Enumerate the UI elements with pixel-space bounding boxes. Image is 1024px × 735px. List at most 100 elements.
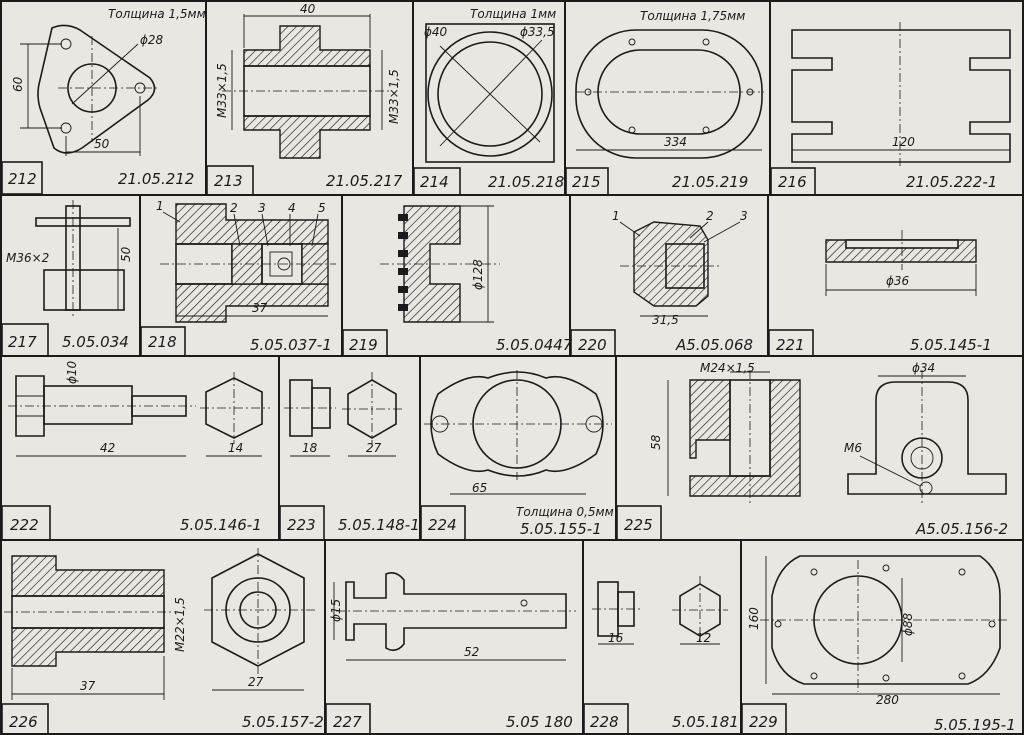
thread-left-label: M33×1,5 (215, 63, 229, 118)
thread-label: M36×2 (6, 251, 49, 265)
diameter-label: ϕ88 (901, 612, 915, 636)
diameter-label: ϕ28 (140, 33, 164, 47)
part-223-drawing: 18 27 (284, 372, 402, 457)
cell-labels: 212 21.05.212 213 21.05.217 214 21.05.21… (8, 170, 1016, 734)
length-label: 37 (80, 679, 96, 693)
part-220-drawing: 1 2 3 31,5 (612, 209, 748, 327)
length-label: 37 (252, 301, 268, 315)
cell-number: 217 (8, 333, 37, 351)
part-code: 5.05.195-1 (934, 716, 1016, 734)
part-226-drawing: M22×1,5 37 27 (4, 548, 316, 700)
callout-3: 3 (740, 209, 748, 223)
part-222-drawing: ϕ10 42 14 (8, 360, 270, 457)
callout-2: 2 (230, 201, 238, 215)
part-code: 5.05.146-1 (180, 516, 262, 534)
hex-size-label: 27 (248, 675, 264, 689)
cell-number: 226 (9, 713, 38, 731)
part-214-drawing: Толщина 1мм ϕ40 ϕ33,5 (424, 7, 556, 163)
callout-1: 1 (612, 209, 620, 223)
cell-number: 227 (333, 713, 362, 731)
cell-number: 215 (572, 173, 601, 191)
cell-number: 221 (776, 336, 805, 354)
cell-number: 214 (420, 173, 449, 191)
length-label: 16 (608, 631, 624, 645)
part-225-drawing: M24×1,5 58 ϕ34 M6 (649, 361, 1007, 504)
length-label: 52 (464, 645, 479, 659)
outer-diameter-label: ϕ40 (424, 25, 448, 39)
thread-right-label: M33×1,5 (387, 69, 401, 124)
cell-number: 225 (624, 516, 653, 534)
part-213-drawing: 40 M33×1,5 M33×1,5 (215, 2, 401, 159)
cell-number: 213 (214, 172, 243, 190)
callout-4: 4 (288, 201, 296, 215)
part-229-drawing: 160 ϕ88 280 (747, 555, 1010, 707)
part-code: 5.05.148-1 (338, 516, 420, 534)
thickness-note: Толщина 1,5мм (108, 7, 206, 21)
part-224-drawing: 65 Толщина 0,5мм (424, 370, 614, 519)
part-code: 21.05.218 (488, 173, 564, 191)
m6-label: M6 (844, 441, 862, 455)
thickness-note: Толщина 0,5мм (516, 505, 614, 519)
height-label: 58 (649, 434, 663, 450)
hex-size-label: 12 (696, 631, 711, 645)
part-code: 5.05.181 (672, 713, 739, 731)
part-217-drawing: M36×2 50 (6, 200, 133, 318)
length-label: 18 (302, 441, 318, 455)
length-label: 280 (876, 693, 899, 707)
part-215-drawing: Толщина 1,75мм 334 (575, 9, 764, 159)
part-218-drawing: 1 2 3 4 5 37 (156, 199, 336, 323)
length-label: 31,5 (652, 313, 679, 327)
length-label: 65 (472, 481, 487, 495)
callout-5: 5 (318, 201, 326, 215)
cell-number: 219 (349, 336, 378, 354)
part-228-drawing: 16 12 (592, 576, 728, 645)
cell-number: 218 (148, 333, 177, 351)
thread-label: M24×1,5 (700, 361, 755, 375)
diameter-label: ϕ10 (65, 360, 79, 384)
diameter-label: ϕ36 (886, 274, 910, 288)
callout-3: 3 (258, 201, 266, 215)
cell-number: 212 (8, 170, 37, 188)
height-label: 60 (11, 76, 25, 92)
part-code: 5.05.037-1 (250, 336, 332, 354)
width-label: 50 (94, 137, 110, 151)
part-219-drawing: ϕ128 (380, 205, 500, 323)
hex-size-label: 14 (228, 441, 243, 455)
part-code: 5.05.145-1 (910, 336, 992, 354)
cell-number: 229 (749, 713, 778, 731)
cell-number: 220 (578, 336, 607, 354)
part-code: 5.05.157-2 (242, 713, 324, 731)
number-boxes (1, 161, 816, 735)
part-code: 21.05.212 (118, 170, 194, 188)
height-label: 160 (747, 607, 761, 630)
callout-1: 1 (156, 199, 164, 213)
part-code: 21.05.219 (672, 173, 748, 191)
cell-number: 223 (287, 516, 316, 534)
length-label: 42 (100, 441, 115, 455)
part-code: 5.05.0447 (496, 336, 573, 354)
diameter-label: ϕ15 (329, 599, 343, 622)
diameter-label: ϕ34 (912, 361, 935, 375)
part-code: 5.05 180 (506, 713, 573, 731)
thickness-note: Толщина 1мм (470, 7, 556, 21)
height-label: 50 (119, 246, 133, 262)
hex-size-label: 27 (366, 441, 382, 455)
part-221-drawing: ϕ36 (825, 230, 977, 296)
cell-number: 228 (590, 713, 619, 731)
part-227-drawing: ϕ15 52 (329, 572, 576, 661)
length-label: 334 (664, 135, 687, 149)
part-code: 21.05.222-1 (906, 173, 997, 191)
part-code: A5.05.156-2 (915, 520, 1008, 538)
part-code: 21.05.217 (326, 172, 403, 190)
cell-number: 222 (10, 516, 39, 534)
part-212-drawing: Толщина 1,5мм ϕ28 60 50 (11, 7, 206, 156)
cell-number: 216 (778, 173, 807, 191)
part-216-drawing: 120 (791, 22, 1011, 166)
cell-number: 224 (428, 516, 457, 534)
diameter-label: ϕ128 (471, 259, 485, 290)
part-code: 5.05.034 (62, 333, 129, 351)
part-code: A5.05.068 (675, 336, 753, 354)
thread-label: M22×1,5 (173, 597, 187, 652)
